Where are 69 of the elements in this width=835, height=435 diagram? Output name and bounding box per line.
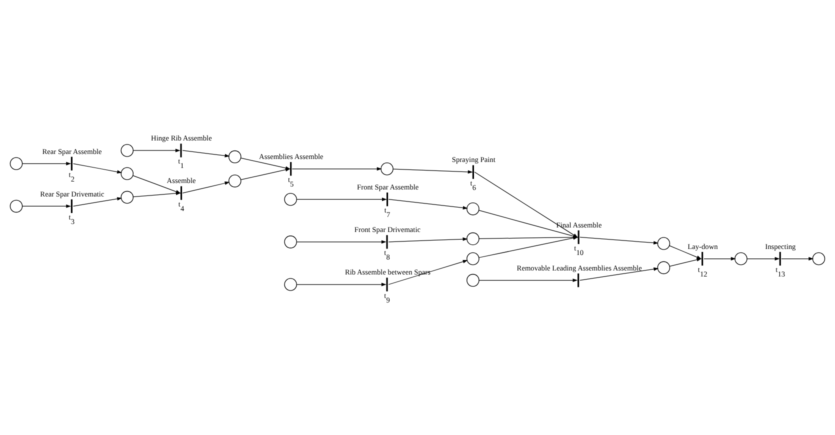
arrow bbox=[296, 240, 386, 244]
arrow bbox=[392, 168, 473, 174]
node-bar bbox=[386, 278, 388, 292]
node-bar bbox=[578, 273, 580, 288]
node-label: Assemble bbox=[166, 176, 196, 186]
node-label: Rear Spar Assemble bbox=[42, 146, 102, 156]
arrow bbox=[240, 168, 290, 180]
node-circle bbox=[284, 192, 297, 206]
node-circle bbox=[120, 167, 134, 180]
arrow bbox=[704, 257, 736, 260]
arrow bbox=[72, 163, 122, 174]
node-label: Front Spar Drivematic bbox=[354, 225, 421, 234]
node-bar bbox=[70, 199, 72, 214]
arrow bbox=[22, 162, 72, 166]
node-circle bbox=[10, 157, 23, 170]
node-label: Final Assemble bbox=[556, 220, 602, 230]
arrow bbox=[781, 257, 814, 260]
node-circle bbox=[657, 237, 670, 250]
arrow bbox=[388, 260, 468, 285]
node-circle bbox=[284, 278, 297, 291]
node-label: Front Spar Assemble bbox=[357, 182, 419, 192]
arrow bbox=[388, 199, 468, 210]
node-circle bbox=[812, 252, 826, 266]
node-label: Assemblies Assemble bbox=[259, 152, 324, 162]
node-circle bbox=[734, 252, 748, 266]
arrow bbox=[182, 182, 230, 194]
node-circle bbox=[657, 261, 670, 274]
node-circle bbox=[228, 150, 242, 164]
node-label: Rib Assemble between Spars bbox=[344, 268, 430, 277]
arrow bbox=[388, 237, 468, 242]
arrow bbox=[669, 245, 702, 260]
arrow bbox=[132, 148, 180, 152]
node-label: Spraying Paint bbox=[452, 155, 496, 164]
node-bar bbox=[70, 156, 72, 170]
node-label: Hinge Rib Assemble bbox=[151, 134, 212, 143]
node-circle bbox=[284, 236, 297, 248]
arrow bbox=[580, 236, 659, 245]
node-circle bbox=[120, 144, 134, 157]
arrow bbox=[580, 267, 659, 281]
node-circle bbox=[228, 174, 242, 188]
node-circle bbox=[466, 232, 480, 246]
node-bar bbox=[386, 192, 388, 206]
arrow bbox=[296, 198, 387, 202]
arrow bbox=[182, 150, 230, 158]
node-circle bbox=[10, 200, 23, 213]
arrow bbox=[746, 257, 780, 260]
node-bar bbox=[702, 252, 704, 266]
node-circle bbox=[380, 162, 394, 176]
node-bar bbox=[290, 162, 292, 176]
node-bar bbox=[180, 144, 182, 158]
node-bar bbox=[180, 186, 182, 200]
arrow bbox=[72, 197, 122, 207]
node-bar bbox=[472, 165, 474, 179]
node-label: Rear Spar Drivematic bbox=[40, 189, 104, 198]
arrow bbox=[296, 282, 386, 286]
node-circle bbox=[466, 252, 480, 266]
node-label: Removable Leading Assemblies Assemble bbox=[516, 263, 642, 272]
arrow bbox=[478, 278, 578, 282]
node-bar bbox=[779, 252, 781, 266]
node-circle bbox=[120, 190, 134, 204]
node-bar bbox=[386, 235, 388, 249]
node-bar bbox=[578, 230, 580, 244]
arrow bbox=[132, 192, 181, 198]
node-circle bbox=[466, 274, 480, 287]
node-circle bbox=[466, 202, 480, 216]
node-label: Inspecting bbox=[765, 242, 796, 251]
arrow bbox=[22, 204, 72, 208]
arrow bbox=[292, 167, 382, 171]
node-label: Lay-down bbox=[688, 242, 718, 251]
